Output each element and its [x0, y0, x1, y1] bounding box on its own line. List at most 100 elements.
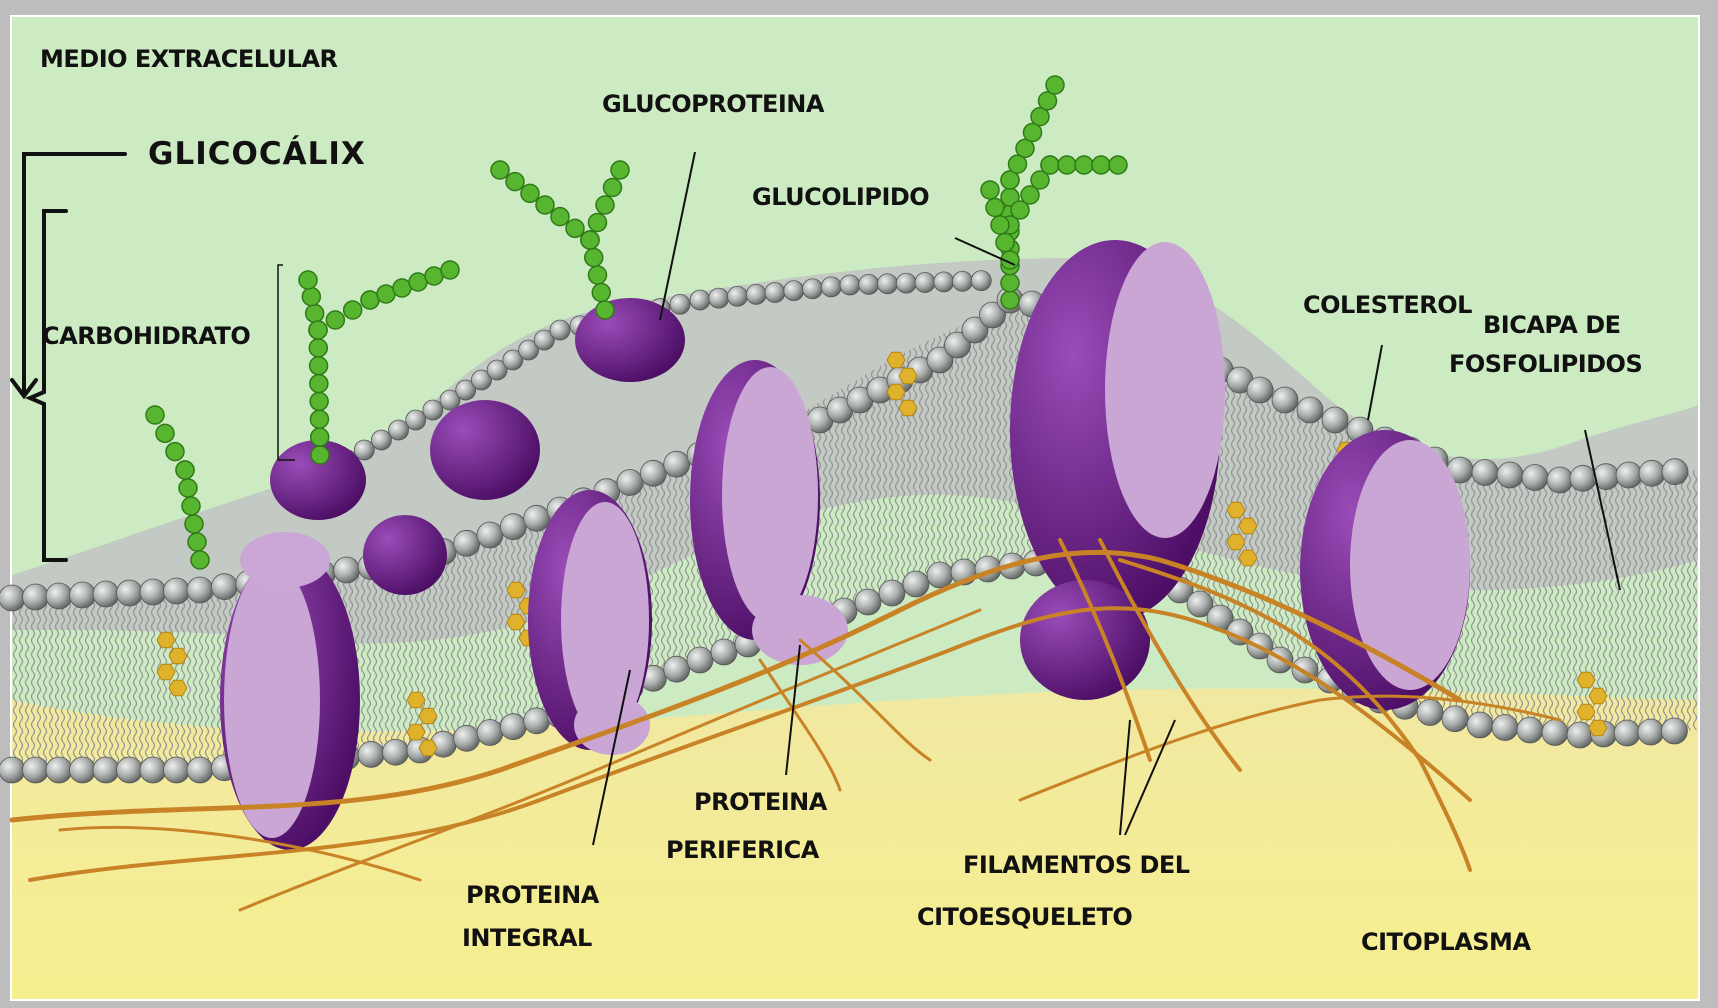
lipid-head [859, 274, 879, 294]
sugar-bead [1046, 76, 1064, 94]
label-colesterol: COLESTEROL [1303, 291, 1472, 319]
lipid-head [1616, 462, 1642, 488]
label-proteina-periferica-1: PROTEINA [694, 788, 828, 816]
sugar-bead [1075, 156, 1093, 174]
cholesterol-ring [1227, 502, 1245, 518]
lipid-head [728, 286, 748, 306]
lipid-head [93, 581, 119, 607]
lipid-head [765, 283, 785, 303]
sugar-bead [521, 184, 539, 202]
cholesterol-ring [507, 582, 525, 598]
label-filamentos-2: CITOESQUELETO [917, 903, 1132, 931]
lipid-head [164, 757, 190, 783]
integral-protein-5 [1300, 430, 1470, 710]
sugar-bead [585, 249, 603, 267]
lipid-head [371, 430, 391, 450]
cholesterol-ring [1577, 672, 1595, 688]
lipid-head [879, 580, 905, 606]
sugar-bead [310, 357, 328, 375]
sugar-bead [1109, 156, 1127, 174]
sugar-bead [536, 196, 554, 214]
sugar-bead [309, 321, 327, 339]
lipid-head [0, 585, 25, 611]
lipid-head [500, 714, 526, 740]
lipid-head [953, 271, 973, 291]
cholesterol-ring [887, 384, 905, 400]
lipid-head [840, 275, 860, 295]
lipid-head [927, 562, 953, 588]
sugar-bead [188, 533, 206, 551]
sugar-bead [441, 261, 459, 279]
cholesterol-ring [407, 692, 425, 708]
label-proteina-integral-2: INTEGRAL [462, 924, 592, 952]
cholesterol-ring [887, 352, 905, 368]
sugar-bead [986, 199, 1004, 217]
lipid-head [140, 757, 166, 783]
lipid-head [211, 574, 237, 600]
cholesterol-ring [157, 632, 175, 648]
label-glucoproteina: GLUCOPROTEINA [602, 90, 825, 118]
lipid-head [477, 522, 503, 548]
lipid-head [117, 580, 143, 606]
sugar-bead [611, 161, 629, 179]
lipid-head [334, 557, 360, 583]
cholesterol-ring [507, 614, 525, 630]
sugar-bead [604, 179, 622, 197]
lipid-head [117, 757, 143, 783]
lipid-head [358, 741, 384, 767]
sugar-bead [179, 479, 197, 497]
sugar-bead [166, 443, 184, 461]
lipid-head [640, 460, 666, 486]
lipid-head [0, 757, 25, 783]
lipid-head [746, 284, 766, 304]
cholesterol-ring [1227, 534, 1245, 550]
lipid-head [550, 320, 570, 340]
lipid-head [1661, 718, 1687, 744]
sugar-bead [581, 231, 599, 249]
lipid-head [406, 410, 426, 430]
sugar-bead [1001, 274, 1019, 292]
lipid-head [1570, 465, 1596, 491]
lipid-head [454, 530, 480, 556]
sugar-bead [302, 288, 320, 306]
label-filamentos-1: FILAMENTOS DEL [963, 851, 1190, 879]
lipid-head [1272, 387, 1298, 413]
sugar-bead [185, 515, 203, 533]
lipid-head [46, 757, 72, 783]
lipid-head [140, 579, 166, 605]
cholesterol-ring [1589, 688, 1607, 704]
lipid-head [423, 400, 443, 420]
lipid-head [454, 725, 480, 751]
sugar-bead [146, 406, 164, 424]
lipid-head [1542, 720, 1568, 746]
lipid-head [670, 294, 690, 314]
cholesterol-ring [407, 724, 425, 740]
cholesterol-ring [1239, 550, 1257, 566]
sugar-bead [310, 392, 328, 410]
sugar-bead [991, 216, 1009, 234]
lipid-head [1639, 460, 1665, 486]
sugar-bead [592, 284, 610, 302]
lipid-head [664, 451, 690, 477]
lipid-head [1547, 467, 1573, 493]
lipid-head [617, 470, 643, 496]
sugar-bead [191, 551, 209, 569]
label-proteina-periferica-2: PERIFERICA [666, 836, 820, 864]
lipid-head [803, 279, 823, 299]
cholesterol-ring [169, 648, 187, 664]
cholesterol-ring [1589, 720, 1607, 736]
sugar-bead [1092, 156, 1110, 174]
sugar-bead [311, 446, 329, 464]
sugar-bead [1041, 156, 1059, 174]
lipid-head [915, 273, 935, 293]
lipid-head [354, 440, 374, 460]
lipid-head [389, 420, 409, 440]
lipid-head [46, 583, 72, 609]
cholesterol-ring [899, 400, 917, 416]
sugar-bead [506, 173, 524, 191]
lipid-head [1297, 397, 1323, 423]
lipid-head [903, 571, 929, 597]
lipid-head [1247, 377, 1273, 403]
sugar-bead [306, 304, 324, 322]
